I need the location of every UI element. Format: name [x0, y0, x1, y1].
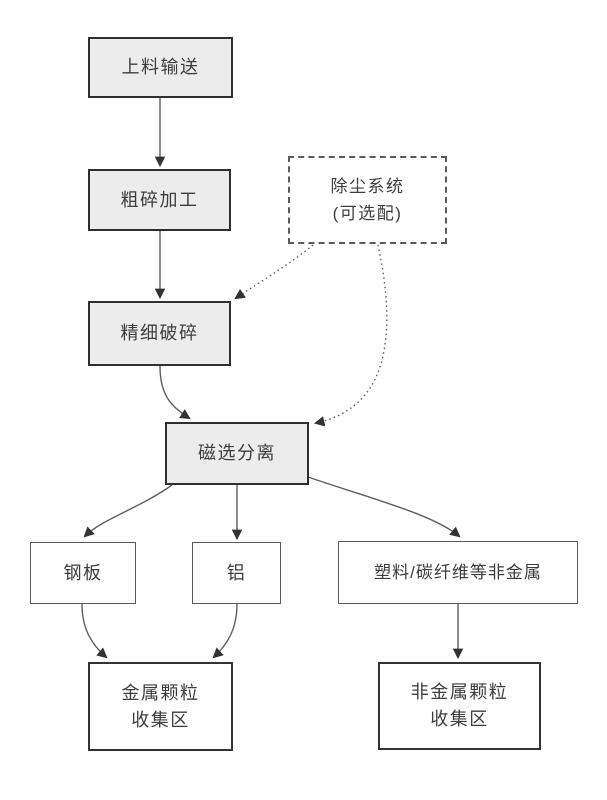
edge-fine-magnetic: [159, 365, 191, 420]
node-feed-label: 上料输送: [121, 57, 200, 77]
node-nonmetal-collect-line1: 非金属颗粒: [410, 682, 509, 702]
edge-dust-fine: [234, 244, 314, 300]
edge-magnetic-steel: [83, 484, 173, 538]
edge-aluminum-metalcollect: [212, 603, 238, 659]
edge-steel-metalcollect: [81, 603, 108, 659]
node-aluminum: 铝: [192, 542, 281, 604]
edge-dust-magnetic: [313, 244, 388, 427]
node-coarse-crush: 粗碎加工: [88, 169, 231, 231]
node-nonmetal-collect: 非金属颗粒 收集区: [378, 662, 541, 750]
node-fine-crush-label: 精细破碎: [120, 323, 199, 343]
node-fine-crush: 精细破碎: [88, 301, 231, 366]
node-nonmetal: 塑料/碳纤维等非金属: [338, 541, 578, 604]
node-dust-system: 除尘系统 (可选配): [288, 156, 447, 244]
node-dust-system-line2: (可选配): [332, 204, 403, 223]
node-metal-collect: 金属颗粒 收集区: [88, 662, 233, 751]
node-dust-system-line1: 除尘系统: [330, 177, 405, 196]
node-steel-label: 钢板: [63, 562, 103, 583]
edge-magnetic-nonmetal: [307, 476, 461, 538]
node-aluminum-label: 铝: [226, 562, 247, 583]
node-feed: 上料输送: [88, 37, 233, 98]
node-steel: 钢板: [30, 542, 136, 604]
node-coarse-crush-label: 粗碎加工: [120, 189, 199, 210]
node-metal-collect-line1: 金属颗粒: [121, 682, 200, 703]
node-magnetic-sep: 磁选分离: [165, 422, 309, 485]
node-nonmetal-label: 塑料/碳纤维等非金属: [374, 563, 542, 582]
node-nonmetal-collect-line2: 收集区: [430, 709, 489, 729]
node-magnetic-sep-label: 磁选分离: [198, 443, 276, 463]
node-metal-collect-line2: 收集区: [131, 709, 190, 730]
